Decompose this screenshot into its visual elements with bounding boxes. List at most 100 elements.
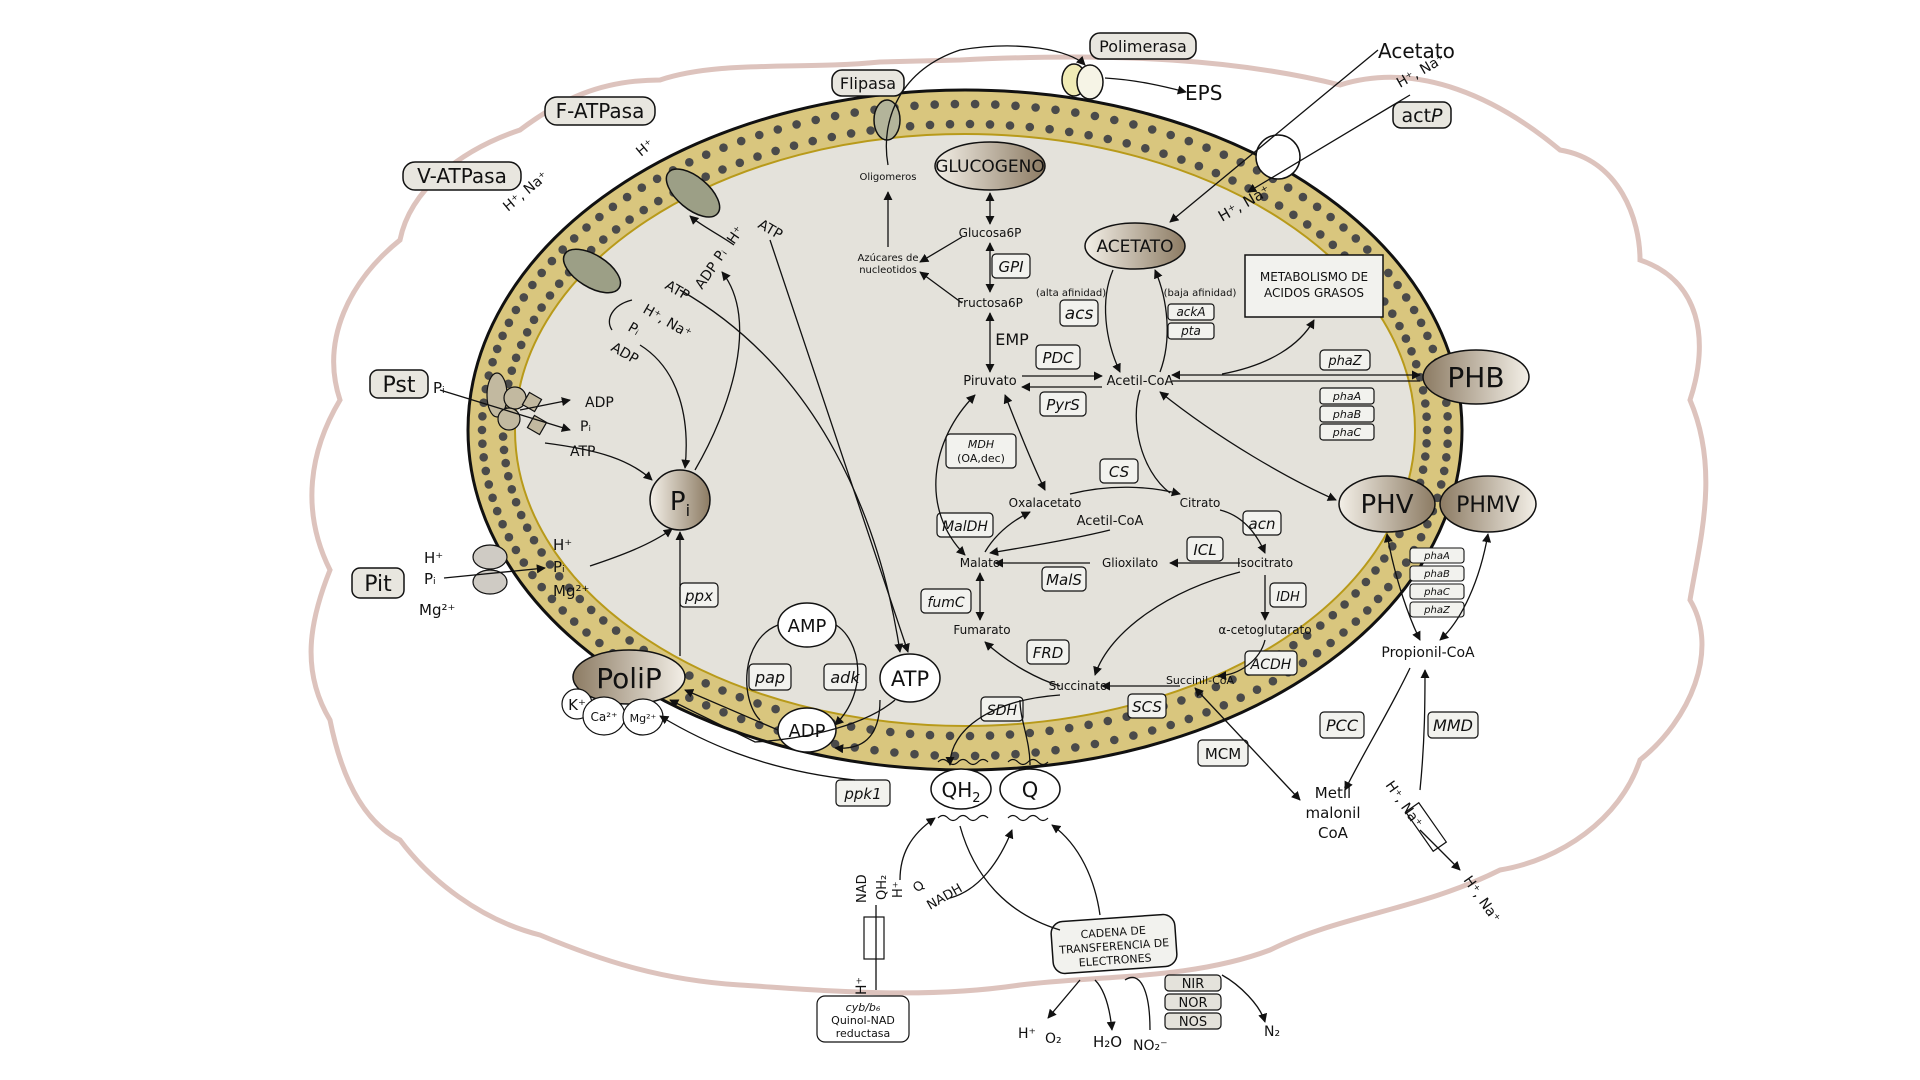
lipid-head [1326, 212, 1335, 222]
phaz-enzyme: phaZ [1327, 354, 1362, 369]
lipid-head [1302, 631, 1312, 640]
lipid-head [479, 453, 489, 462]
lipid-head [477, 425, 487, 435]
acetato-label: ACETATO [1096, 237, 1173, 257]
lipid-head [1371, 566, 1380, 575]
lipid-head [1166, 720, 1175, 730]
citrato-label: Citrato [1180, 496, 1221, 510]
etc-box [1050, 913, 1178, 975]
lipid-head [516, 510, 526, 520]
q-small-label: Q [910, 878, 928, 896]
lipid-head [492, 506, 502, 516]
acka-enzyme: ackA [1176, 305, 1205, 319]
lipid-head [945, 731, 955, 741]
lipid-head [1289, 210, 1298, 220]
h2o-label: H₂O [1093, 1033, 1122, 1051]
lipid-head [501, 458, 511, 468]
lipid-head [719, 143, 728, 152]
lipid-head [1202, 143, 1211, 152]
phaa-enzyme-2: phaA [1423, 551, 1450, 562]
lipid-head [522, 523, 532, 532]
acdh-enzyme: ACDH [1250, 657, 1292, 673]
lipid-head [1045, 726, 1054, 736]
lipid-head [1219, 150, 1229, 159]
lipid-head [547, 594, 557, 604]
lipid-head [1005, 730, 1015, 739]
lipid-head [1084, 130, 1093, 140]
lipid-head [1177, 696, 1186, 705]
lipid-head [930, 751, 939, 760]
pi-node-label: Pi [670, 487, 690, 520]
lipid-head [1129, 731, 1138, 740]
lipid-head [1443, 412, 1452, 421]
gpi-enzyme: GPI [998, 258, 1024, 276]
lipid-head [870, 745, 879, 755]
lipid-head [685, 158, 694, 167]
lipid-head [866, 725, 875, 734]
lipid-head [1418, 465, 1428, 475]
lipid-head [1194, 689, 1204, 699]
h-plus-o2-label: H⁺ [1018, 1026, 1036, 1042]
h-plus-cyb-out: H⁺ [854, 977, 870, 995]
lipid-head [718, 165, 727, 174]
lipid-head [537, 268, 546, 278]
atp-node [879, 653, 941, 703]
lipid-head [1422, 425, 1432, 435]
pi-pit-in: Pᵢ [553, 558, 565, 576]
propionil-coa-label: Propionil-CoA [1381, 645, 1475, 661]
lipid-head [488, 493, 497, 503]
lipid-head [545, 560, 555, 569]
lipid-head [905, 729, 915, 739]
q-wave-bottom [1007, 814, 1049, 822]
lipid-head [1071, 743, 1080, 752]
q-label: Q [1022, 778, 1039, 802]
qh2-node [930, 768, 992, 810]
lipid-head [991, 751, 1000, 760]
lipid-head [625, 636, 634, 645]
lipid-head [1011, 749, 1020, 759]
lipid-head [1025, 122, 1035, 132]
cytoplasm [514, 133, 1416, 727]
acetil-coa-tca-label: Acetil-CoA [1077, 514, 1144, 529]
lipid-head [985, 120, 995, 129]
isocitrato-label: Isocitrato [1237, 556, 1293, 570]
glucogeno-node [934, 141, 1046, 191]
nadh-label: NADH [925, 881, 966, 913]
phb-label: PHB [1447, 361, 1504, 394]
lipid-head [582, 223, 591, 232]
pit-transporter-bottom [472, 569, 508, 595]
ppx-enzyme: ppx [684, 587, 713, 605]
adp-label: ADP [788, 721, 825, 742]
lipid-head [1340, 600, 1349, 609]
lipid-head [1184, 714, 1194, 724]
mmd-enzyme: MMD [1433, 716, 1473, 735]
lipid-head [586, 605, 596, 615]
lipid-head [1436, 480, 1446, 489]
lipid-head [866, 126, 875, 135]
lipid-head [498, 432, 508, 441]
lipid-head [1373, 594, 1383, 604]
reductasa-label: reductasa [836, 1027, 891, 1040]
lipid-head [811, 115, 820, 125]
lipid-head [1122, 139, 1131, 148]
lipid-head [718, 686, 727, 695]
lipid-head [1129, 120, 1138, 129]
outer-cell-wall [308, 54, 1709, 996]
phmv-label: PHMV [1456, 493, 1520, 518]
lipid-head [1428, 344, 1438, 354]
mg-pit-out: Mg²⁺ [419, 601, 455, 619]
lipid-head [484, 480, 494, 489]
f-atpasa-label: F-ATPasa [556, 99, 645, 123]
lipid-head [1228, 675, 1237, 684]
phv-label: PHV [1360, 490, 1413, 520]
lipid-head [1228, 176, 1237, 185]
alta-afinidad-label: (alta afinidad) [1036, 288, 1106, 299]
lipid-head [1361, 577, 1371, 587]
h-plus-pit-out: H⁺ [424, 549, 443, 567]
lipid-head [685, 671, 694, 680]
lipid-head [1312, 202, 1322, 212]
lipid-head [554, 279, 564, 289]
lipid-head [1252, 685, 1262, 694]
polimerasa-protein-right [1076, 64, 1104, 100]
etc-label-3: ELECTRONES [1078, 951, 1152, 969]
